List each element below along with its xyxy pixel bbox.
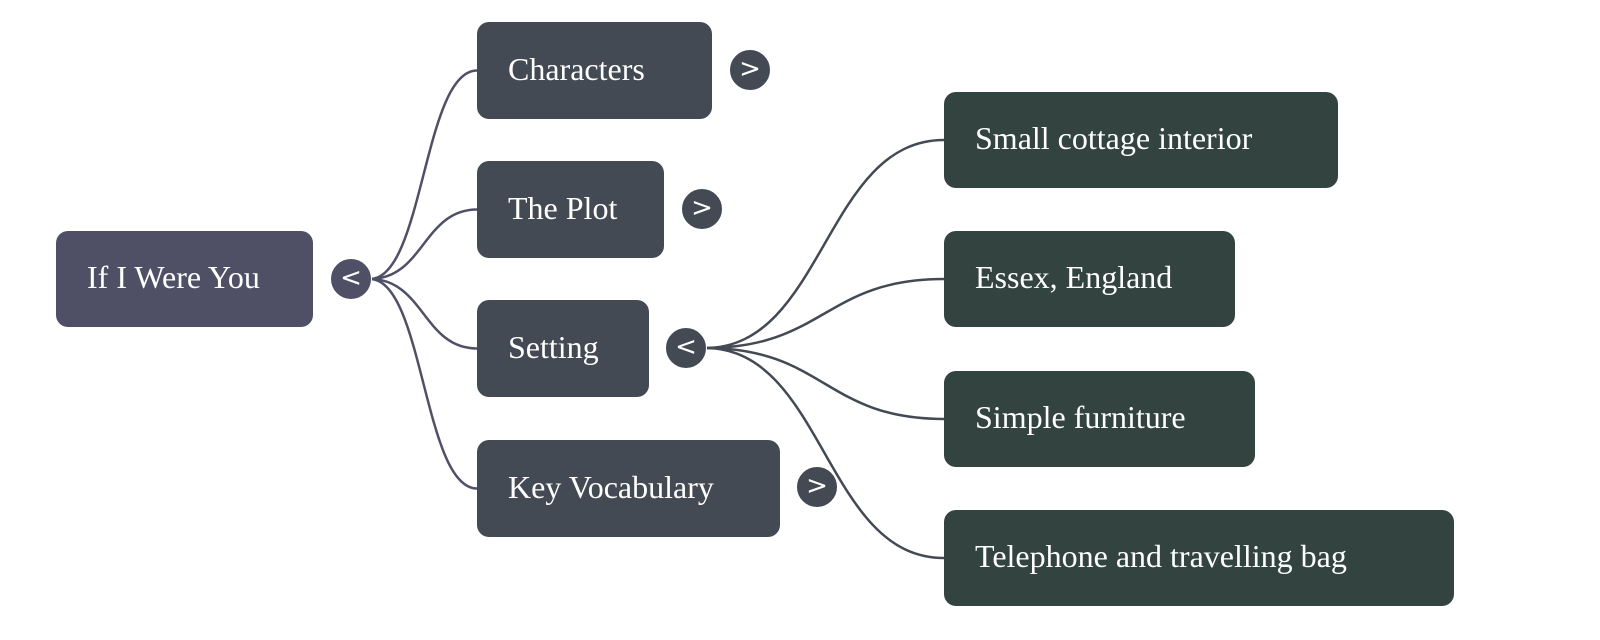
connector-setting-furniture <box>704 346 945 421</box>
node-label: Key Vocabulary <box>508 468 714 505</box>
node-setting[interactable]: Setting <box>477 300 649 397</box>
node-label: Simple furniture <box>975 399 1186 435</box>
root-collapse-toggle[interactable]: < <box>330 258 372 300</box>
setting-collapse-toggle[interactable]: < <box>665 327 707 369</box>
node-characters[interactable]: Characters <box>477 22 712 119</box>
root-node[interactable]: If I Were You <box>56 231 313 327</box>
connector-setting-essex <box>704 277 945 350</box>
chevron-right-icon: > <box>806 470 828 501</box>
chevron-left-icon: < <box>675 331 697 362</box>
node-label: Telephone and travelling bag <box>975 538 1347 574</box>
chevron-right-icon: > <box>739 53 761 84</box>
node-simple-furniture[interactable]: Simple furniture <box>944 371 1255 467</box>
connector-root-plot <box>369 208 478 281</box>
connector-setting-cottage <box>704 138 945 350</box>
node-label: Setting <box>508 328 599 365</box>
node-label: Essex, England <box>975 259 1173 295</box>
node-telephone-and-travelling-bag[interactable]: Telephone and travelling bag <box>944 510 1454 606</box>
node-key-vocabulary[interactable]: Key Vocabulary <box>477 440 780 537</box>
connector-root-vocabulary <box>369 277 478 490</box>
node-small-cottage-interior[interactable]: Small cottage interior <box>944 92 1338 188</box>
node-label: The Plot <box>508 189 618 226</box>
connector-root-setting <box>369 277 478 350</box>
node-the-plot[interactable]: The Plot <box>477 161 664 258</box>
node-essex-england[interactable]: Essex, England <box>944 231 1235 327</box>
root-node-label: If I Were You <box>87 259 260 295</box>
characters-expand-toggle[interactable]: > <box>729 49 771 91</box>
chevron-left-icon: < <box>340 262 362 293</box>
node-label: Small cottage interior <box>975 120 1253 156</box>
node-label: Characters <box>508 50 645 87</box>
chevron-right-icon: > <box>691 192 713 223</box>
connector-root-characters <box>369 69 478 281</box>
vocabulary-expand-toggle[interactable]: > <box>796 466 838 508</box>
plot-expand-toggle[interactable]: > <box>681 188 723 230</box>
